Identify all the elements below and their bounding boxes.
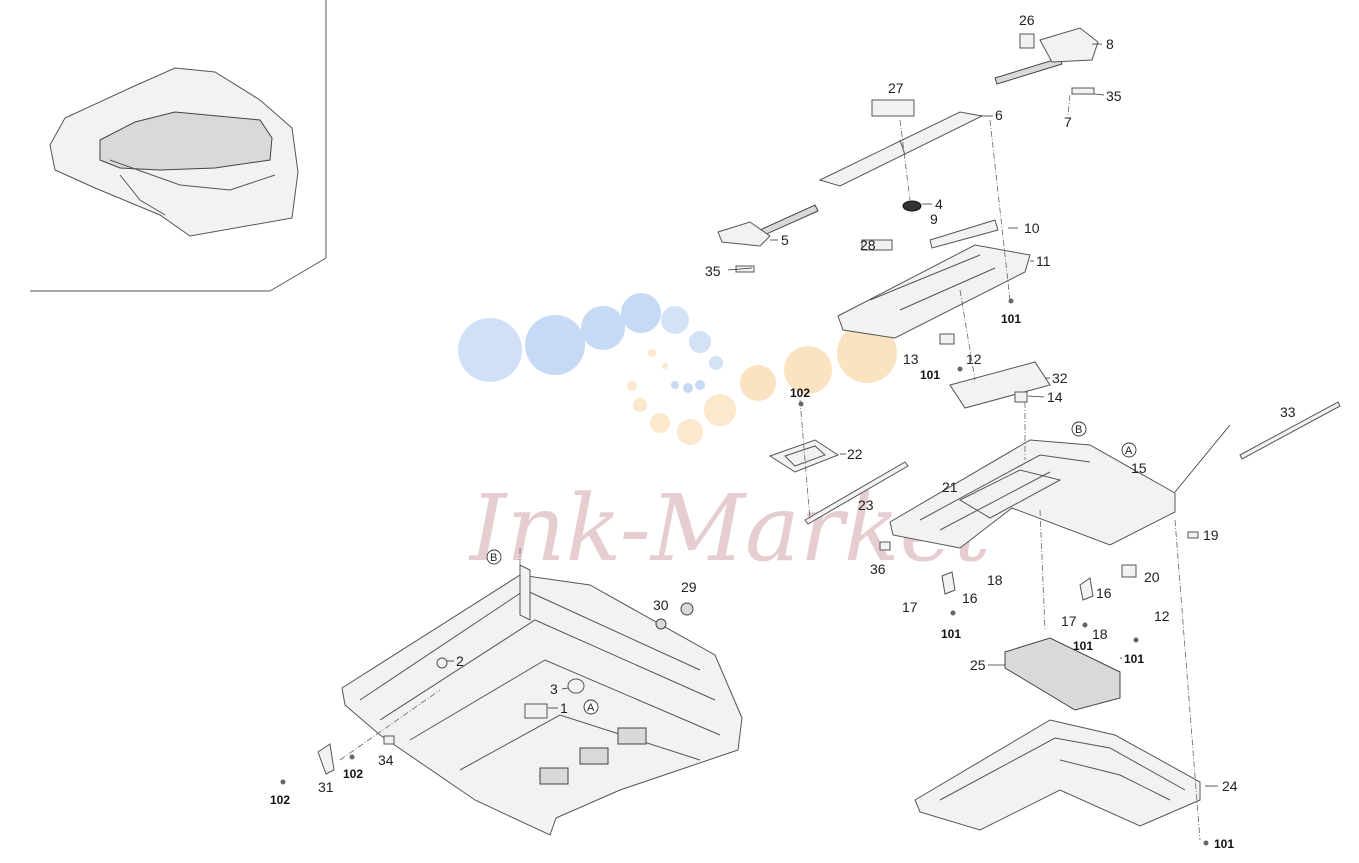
callout-25: 25 [970,657,986,673]
callout-16a: 16 [962,590,978,606]
plate-22 [768,439,840,473]
tray-24 [914,719,1201,831]
callout-6: 6 [995,107,1003,123]
svg-text:B: B [490,552,497,564]
callout-20: 20 [1144,569,1160,585]
shaft-33 [1239,401,1341,460]
gear-4 [902,200,922,212]
callout-32: 32 [1052,370,1068,386]
callout-101b: 101 [920,368,940,382]
callout-2: 2 [456,653,464,669]
callout-1: 1 [560,700,568,716]
tray-25 [1004,637,1121,711]
bushing-30 [655,618,667,630]
callout-24: 24 [1222,778,1238,794]
callout-28: 28 [860,237,876,253]
bracket-16a [941,571,956,595]
callout-18b: 18 [1092,626,1108,642]
callout-labels: 1 2 3 4 5 6 7 8 9 10 11 12 12 13 14 15 1… [318,12,1296,795]
callout-31: 31 [318,779,334,795]
svg-text:A: A [587,702,595,714]
callout-14: 14 [1047,389,1063,405]
bracket-20 [1121,564,1137,578]
callout-3: 3 [550,681,558,697]
callout-102a: 102 [790,386,810,400]
ring-marks: B A B A [486,421,1137,715]
sheet-32 [949,361,1051,409]
callout-102c: 102 [270,793,290,807]
pad-35-top [1071,87,1095,95]
callout-102b: 102 [343,767,363,781]
callout-22: 22 [847,446,863,462]
callout-18a: 18 [987,572,1003,588]
watermark-dots [458,293,897,445]
callout-12a: 12 [966,351,982,367]
callout-34: 34 [378,752,394,768]
clip-14 [1014,391,1028,403]
lever-31 [317,743,335,775]
rail-part-5 [717,204,819,273]
callout-101e: 101 [1124,652,1144,666]
tray-base-part-15 [889,439,1176,549]
callout-26: 26 [1019,12,1035,28]
callout-15: 15 [1131,460,1147,476]
part-36 [879,541,891,551]
callout-101d: 101 [1073,639,1093,653]
callout-4: 4 [935,196,943,212]
callout-19: 19 [1203,527,1219,543]
callout-13: 13 [903,351,919,367]
callout-35b: 35 [705,263,721,279]
callout-5: 5 [781,232,789,248]
tray-part-11 [837,219,1031,339]
callout-29: 29 [681,579,697,595]
screw-callouts: 101 101 101 101 101 101 102 102 102 [270,298,1234,851]
callout-33: 33 [1280,404,1296,420]
sheet-27 [871,99,915,117]
gear-29 [680,602,694,616]
callout-16b: 16 [1096,585,1112,601]
bushing-2 [436,657,448,669]
assembly-lines [339,94,1201,841]
callout-12b: 12 [1154,608,1170,624]
bracket-1 [524,703,548,719]
callout-36: 36 [870,561,886,577]
rail-part-8 [994,27,1099,85]
bracket-13 [939,333,955,345]
tray-cover-part-6 [818,111,984,187]
callout-27: 27 [888,80,904,96]
callout-10: 10 [1024,220,1040,236]
callout-35a: 35 [1106,88,1122,104]
callout-30: 30 [653,597,669,613]
callout-101a: 101 [1001,312,1021,326]
callout-101c: 101 [941,627,961,641]
leader-lines [447,43,1231,787]
shaft-23 [804,461,909,525]
svg-text:A: A [1125,445,1133,457]
inset-overview [30,0,327,292]
bracket-16b [1079,577,1094,601]
callout-17a: 17 [902,599,918,615]
callout-21: 21 [942,479,958,495]
pin-19 [1187,531,1199,539]
callout-11: 11 [1036,253,1051,269]
ring-3 [567,678,585,694]
callout-17b: 17 [1061,613,1077,629]
svg-text:B: B [1075,424,1082,436]
part-34 [383,735,395,745]
callout-23: 23 [858,497,874,513]
callout-101f: 101 [1214,837,1234,851]
callout-9: 9 [930,211,938,227]
callout-8: 8 [1106,36,1114,52]
callout-7: 7 [1064,114,1072,130]
